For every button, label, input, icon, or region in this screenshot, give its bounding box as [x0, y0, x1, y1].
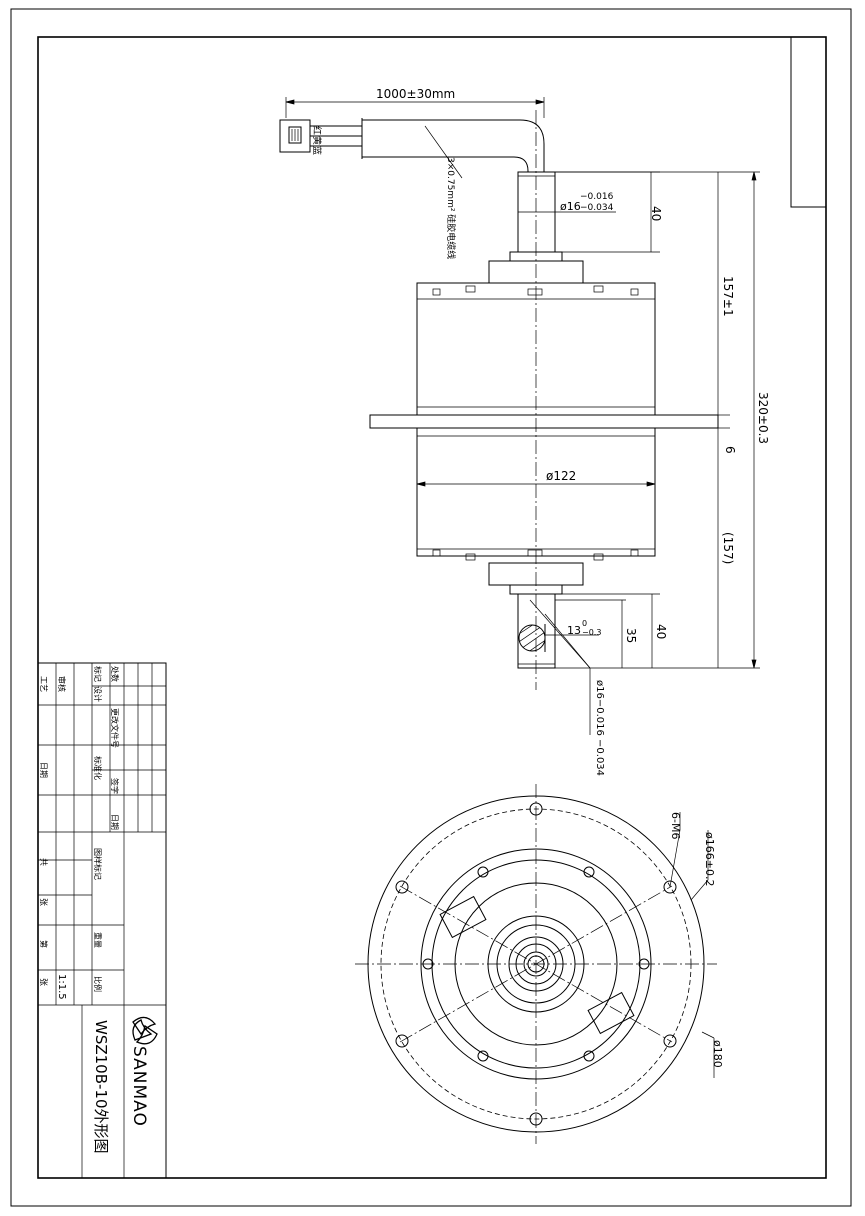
flat-tol-lower: −0.3	[582, 628, 601, 637]
tb-change-doc: 更改文件号	[110, 708, 120, 748]
tb-sheets2: 张	[39, 978, 48, 986]
tb-scale-value: 1:1.5	[56, 974, 67, 1000]
shaft-top-tol-upper: −0.016	[580, 192, 614, 202]
cable-length-label: 1000±30mm	[376, 87, 455, 101]
sanmao-logo-icon	[132, 1016, 158, 1045]
body-dia-label: ø122	[546, 469, 576, 483]
overall-label: 320±0.3	[756, 392, 770, 444]
wire-blue: 蓝	[311, 146, 323, 155]
pcd-label: ø166±0.2	[703, 832, 716, 886]
wire-yellow: 黄	[311, 136, 323, 145]
shaft-bottom-len-label: 40	[654, 624, 668, 639]
tb-date2: 日期	[39, 762, 48, 778]
end-dimensions	[669, 812, 715, 1078]
tb-process: 工艺	[39, 676, 48, 692]
shaft-top-len-label: 40	[649, 206, 663, 221]
wire-red: 红	[311, 126, 323, 135]
tb-count: 处数	[110, 666, 120, 682]
tb-scale: 比例	[93, 976, 103, 992]
tb-weight: 重量	[93, 932, 103, 948]
outer-border	[10, 8, 852, 1207]
end-view	[355, 784, 717, 1144]
tb-design: 设计	[93, 686, 103, 702]
tb-sheets: 张	[39, 898, 48, 906]
tb-sheet-no: 第	[39, 940, 49, 948]
shaft-top-tol-lower: −0.034	[580, 203, 614, 213]
side-dimensions	[285, 97, 760, 735]
shaft-top-dia-label: ø16	[560, 200, 581, 213]
corner-box	[790, 36, 827, 208]
flat-dim-label: 13	[567, 624, 581, 637]
wire-colors: 红 黄 蓝	[311, 126, 323, 155]
tb-drawing-mark: 图样标记	[93, 848, 103, 880]
lower-body-label: (157)	[721, 532, 735, 564]
tb-mark: 标记	[93, 666, 103, 682]
tb-total: 共	[39, 858, 48, 866]
drawing-title: WSZ10B-10外形图	[92, 1020, 110, 1154]
flange-thk-label: 6	[723, 446, 737, 454]
tb-review: 审核	[57, 676, 67, 692]
inner-border	[37, 36, 827, 1179]
outer-dia-label: ø180	[711, 1040, 724, 1068]
tb-date: 日期	[110, 814, 119, 830]
flat-len-label: 35	[624, 628, 638, 643]
title-block-labels: 标记 处数 更改文件号 签字 日期 设计 标准化 审核 工艺 日期 图样标记 重…	[39, 666, 120, 1000]
tb-standard: 标准化	[93, 756, 103, 780]
shaft-bottom-label: ø16−0.016 −0.034	[594, 680, 605, 776]
dimension-labels: 1000±30mm 3×0.75mm² 硅胶电缆线 ø16 −0.016 −0.…	[376, 87, 770, 1068]
cable-spec-label: 3×0.75mm² 硅胶电缆线	[445, 157, 457, 259]
upper-body-label: 157±1	[721, 276, 735, 317]
brand-logo: SANMAO WSZ10B-10外形图	[92, 1016, 158, 1154]
holes-label: 6-M6	[669, 812, 682, 839]
flat-tol-upper: 0	[582, 619, 587, 628]
title-block	[37, 662, 167, 1179]
tb-sign: 签字	[110, 778, 120, 794]
brand-name: SANMAO	[129, 1046, 149, 1127]
